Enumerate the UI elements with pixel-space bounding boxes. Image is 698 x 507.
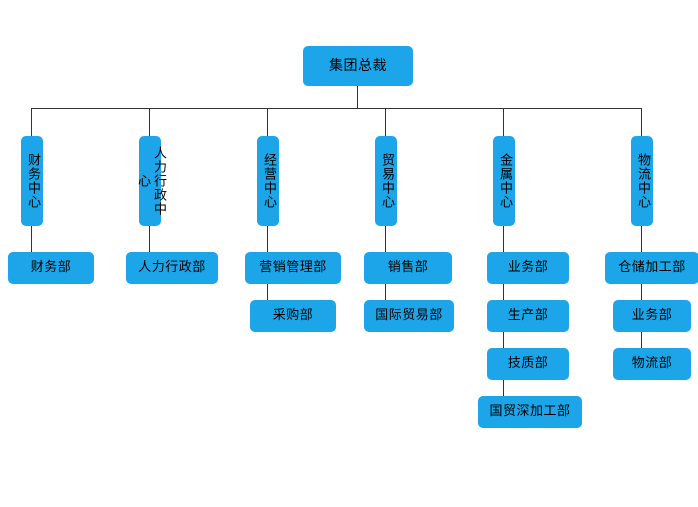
node-dept-1-0: 人力行政部 [126, 252, 218, 284]
node-root-label: 集团总裁 [329, 58, 387, 74]
node-dept-2-0-label: 营销管理部 [259, 260, 327, 275]
connector-dept-2-0-stem [267, 284, 268, 300]
node-dept-3-0: 销售部 [364, 252, 452, 284]
node-center-3: 贸易中心 [375, 136, 397, 226]
node-dept-0-0: 财务部 [8, 252, 94, 284]
node-root: 集团总裁 [303, 46, 413, 86]
connector-drop-4 [385, 108, 386, 136]
node-center-5-label: 物流中心 [635, 153, 650, 209]
connector-dept-3-0-stem [385, 284, 386, 300]
connector-center-1-stem [149, 226, 150, 252]
connector-center-4-stem [503, 226, 504, 252]
node-dept-4-3: 国贸深加工部 [478, 396, 582, 428]
node-center-2: 经营中心 [257, 136, 279, 226]
node-center-3-label: 贸易中心 [379, 153, 394, 209]
connector-dept-5-0-stem [641, 284, 642, 300]
connector-drop-1 [31, 108, 32, 136]
connector-center-0-stem [31, 226, 32, 252]
node-dept-3-0-label: 销售部 [387, 260, 429, 275]
node-center-5: 物流中心 [631, 136, 653, 226]
node-dept-2-0: 营销管理部 [245, 252, 341, 284]
connector-dept-4-2-stem [503, 380, 504, 396]
node-dept-5-2: 物流部 [613, 348, 691, 380]
node-dept-5-2-label: 物流部 [631, 356, 673, 371]
node-center-0: 财务中心 [21, 136, 43, 226]
connector-dept-4-0-stem [503, 284, 504, 300]
node-dept-4-1: 生产部 [487, 300, 569, 332]
connector-center-2-stem [267, 226, 268, 252]
node-dept-0-0-label: 财务部 [30, 260, 72, 275]
node-dept-4-3-label: 国贸深加工部 [489, 404, 571, 419]
node-center-4: 金属中心 [493, 136, 515, 226]
connector-center-5-stem [641, 226, 642, 252]
node-center-0-label: 财务中心 [25, 153, 40, 209]
node-dept-4-2-label: 技质部 [507, 356, 549, 371]
node-dept-3-1: 国际贸易部 [364, 300, 454, 332]
connector-drop-5 [503, 108, 504, 136]
node-dept-2-1-label: 采购部 [272, 308, 314, 323]
node-dept-5-1: 业务部 [613, 300, 691, 332]
node-dept-5-0: 仓储加工部 [605, 252, 698, 284]
node-dept-2-1: 采购部 [250, 300, 336, 332]
node-center-1: 人力行政中心 [135, 136, 166, 226]
node-dept-5-1-label: 业务部 [631, 308, 673, 323]
node-center-1-label: 人力行政中心 [135, 146, 166, 216]
node-center-4-label: 金属中心 [497, 153, 512, 209]
connector-root-stem [357, 86, 358, 108]
node-dept-3-1-label: 国际贸易部 [375, 308, 443, 323]
node-dept-4-0-label: 业务部 [507, 260, 549, 275]
connector-center-3-stem [385, 226, 386, 252]
node-dept-1-0-label: 人力行政部 [138, 260, 206, 275]
connector-dept-4-1-stem [503, 332, 504, 348]
connector-drop-3 [267, 108, 268, 136]
connector-drop-2 [149, 108, 150, 136]
node-dept-4-2: 技质部 [487, 348, 569, 380]
connector-dept-5-1-stem [641, 332, 642, 348]
node-dept-5-0-label: 仓储加工部 [618, 260, 686, 275]
connector-drop-6 [641, 108, 642, 136]
connector-main-bus [31, 108, 641, 109]
node-dept-4-1-label: 生产部 [507, 308, 549, 323]
node-dept-4-0: 业务部 [487, 252, 569, 284]
node-center-2-label: 经营中心 [261, 153, 276, 209]
